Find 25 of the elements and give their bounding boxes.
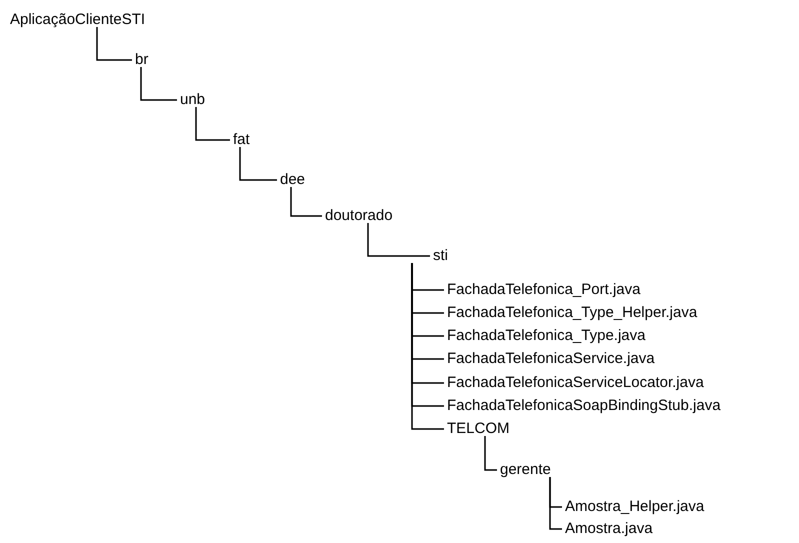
tree-connector <box>96 27 132 61</box>
tree-item-label: Amostra.java <box>565 520 653 538</box>
tree-item-label: FachadaTelefonica_Type.java <box>447 327 646 345</box>
tree-connector <box>195 107 230 141</box>
tree-item-label: doutorado <box>325 207 393 225</box>
tree-item-label: AplicaçãoClienteSTI <box>10 11 146 29</box>
tree-item-label: sti <box>433 247 448 265</box>
tree-item-label: FachadaTelefonicaService.java <box>447 350 655 368</box>
tree-connector <box>239 147 277 181</box>
tree-connector <box>290 187 322 217</box>
tree-item-label: br <box>135 51 148 69</box>
tree-connector <box>367 223 430 257</box>
tree-item-label: gerente <box>500 461 551 479</box>
tree-item-label: FachadaTelefonicaSoapBindingStub.java <box>447 397 721 415</box>
tree-connector <box>484 436 497 471</box>
tree-item-label: dee <box>280 171 306 189</box>
tree-item-label: TELCOM <box>447 420 510 438</box>
tree-item-label: unb <box>180 91 206 109</box>
tree-item-label: FachadaTelefonica_Port.java <box>447 281 640 299</box>
tree-item-label: Amostra_Helper.java <box>565 498 704 516</box>
tree-connector <box>140 67 177 101</box>
tree-item-label: FachadaTelefonicaServiceLocator.java <box>447 374 704 392</box>
tree-item-label: fat <box>233 131 250 149</box>
tree-item-label: FachadaTelefonica_Type_Helper.java <box>447 304 698 322</box>
tree-connector <box>549 477 562 530</box>
